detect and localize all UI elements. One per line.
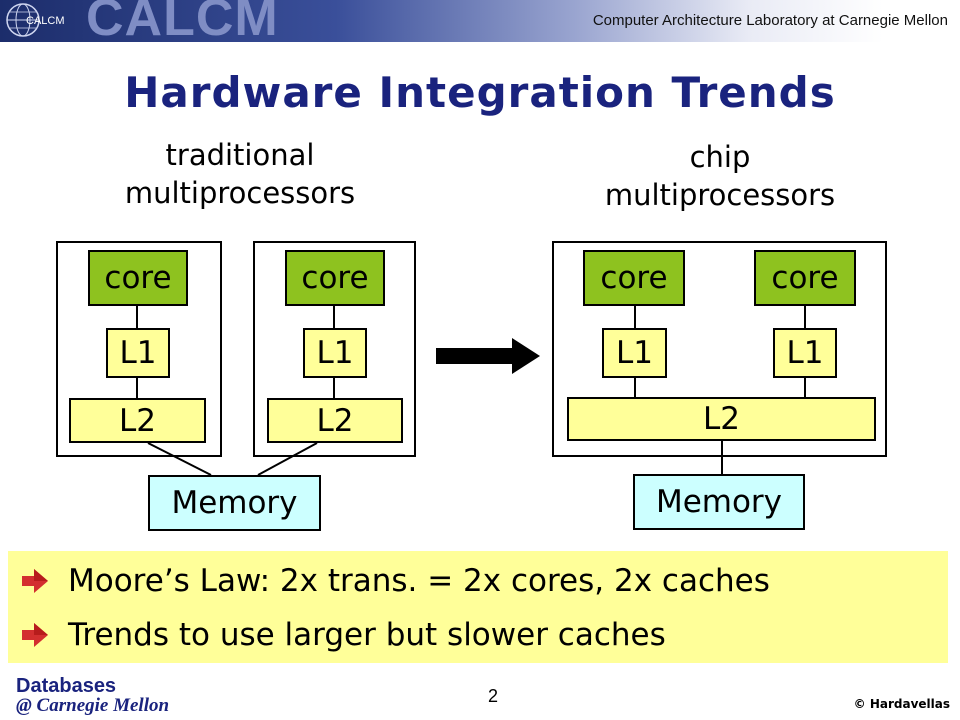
databases-cmu-logo: Databases @ Carnegie Mellon bbox=[16, 676, 169, 716]
calcm-globe-logo-icon: CALCM bbox=[6, 3, 65, 37]
traditional-label: traditional multiprocessors bbox=[90, 136, 390, 212]
footer-logo-line2: @ Carnegie Mellon bbox=[16, 695, 170, 716]
l1-cache-block: L1 bbox=[303, 328, 367, 378]
chip-label-line2: multiprocessors bbox=[604, 178, 836, 212]
footer-logo-line1: Databases bbox=[16, 675, 117, 697]
core-block: core bbox=[285, 250, 385, 306]
bullet-item: Trends to use larger but slower caches bbox=[8, 611, 948, 661]
core-block: core bbox=[754, 250, 856, 306]
copyright-text: © Hardavellas bbox=[853, 697, 950, 711]
l2-cache-block: L2 bbox=[69, 398, 206, 443]
bullet-arrow-icon bbox=[22, 569, 48, 593]
lab-name: Computer Architecture Laboratory at Carn… bbox=[592, 12, 948, 29]
bullet-box: Moore’s Law: 2x trans. = 2x cores, 2x ca… bbox=[8, 551, 948, 663]
slide-title: Hardware Integration Trends bbox=[124, 68, 836, 117]
shared-l2-cache-block: L2 bbox=[567, 397, 876, 441]
calcm-small-text: CALCM bbox=[26, 15, 65, 27]
bullet-text: Trends to use larger but slower caches bbox=[68, 617, 666, 653]
calcm-logo-text: CALCM bbox=[86, 0, 279, 47]
memory-block: Memory bbox=[148, 475, 321, 531]
page-number: 2 bbox=[487, 686, 498, 706]
traditional-label-line1: traditional bbox=[165, 138, 315, 172]
traditional-label-line2: multiprocessors bbox=[124, 176, 356, 210]
l2-cache-block: L2 bbox=[267, 398, 403, 443]
bullet-arrow-icon bbox=[22, 623, 48, 647]
header-banner: CALCM CALCM Computer Architecture Labora… bbox=[0, 0, 960, 47]
core-block: core bbox=[88, 250, 188, 306]
memory-block: Memory bbox=[633, 474, 805, 530]
core-block: core bbox=[583, 250, 685, 306]
transition-arrow-icon bbox=[436, 338, 540, 374]
l1-cache-block: L1 bbox=[773, 328, 837, 378]
bullet-text: Moore’s Law: 2x trans. = 2x cores, 2x ca… bbox=[68, 563, 770, 599]
bullet-item: Moore’s Law: 2x trans. = 2x cores, 2x ca… bbox=[8, 557, 948, 607]
l1-cache-block: L1 bbox=[106, 328, 170, 378]
chip-label: chip multiprocessors bbox=[570, 138, 870, 214]
l1-cache-block: L1 bbox=[602, 328, 667, 378]
chip-label-line1: chip bbox=[689, 140, 751, 174]
